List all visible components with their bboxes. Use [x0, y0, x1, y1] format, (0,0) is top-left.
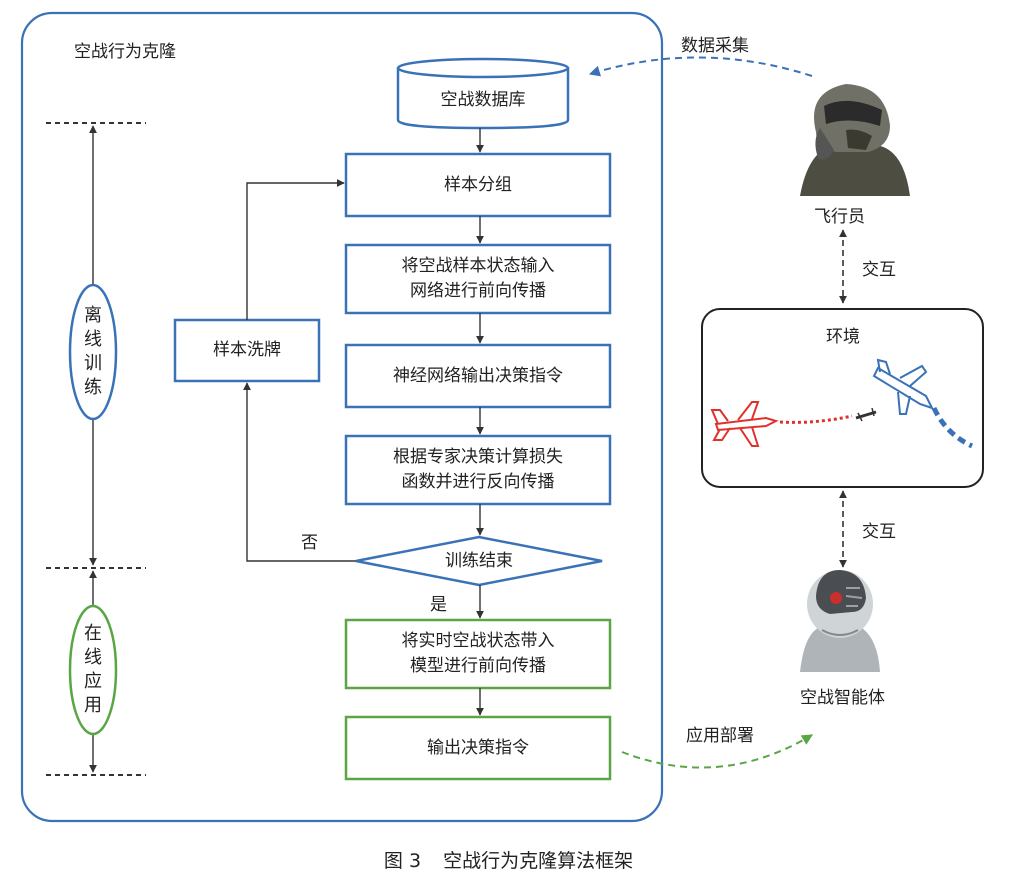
sample-group-box [344, 152, 612, 218]
loss-backprop-label: 根据专家决策计算损失 函数并进行反向传播 [346, 436, 610, 504]
online-char-2: 线 [84, 647, 102, 668]
branch-yes-label: 是 [430, 595, 447, 615]
train-end-diamond [355, 535, 603, 587]
online-phase-ellipse [68, 604, 118, 736]
deployment-label: 应用部署 [686, 726, 754, 746]
offline-training-label: 离 线 训 练 [71, 288, 115, 416]
offline-char-3: 训 [84, 353, 102, 374]
red-jet-icon [710, 401, 779, 447]
nn-output-box [344, 343, 612, 409]
online-char-3: 应 [84, 671, 102, 692]
loss-line-2: 函数并进行反向传播 [401, 472, 555, 492]
loss-backprop-box [344, 434, 612, 506]
sample-group-label: 样本分组 [444, 174, 512, 195]
frame-title: 空战行为克隆 [74, 42, 176, 62]
online-char-1: 在 [84, 623, 102, 644]
forward-line-2: 网络进行前向传播 [410, 281, 546, 301]
loss-line-1: 根据专家决策计算损失 [393, 447, 563, 467]
pilot-icon [800, 84, 910, 196]
ai-agent-icon [800, 570, 880, 672]
offline-char-2: 线 [84, 329, 102, 350]
offline-char-1: 离 [84, 305, 102, 326]
forward-line-1: 将空战样本状态输入 [401, 256, 555, 276]
train-end-label: 训练结束 [445, 550, 513, 571]
data-collection-label: 数据采集 [681, 36, 749, 56]
branch-no-label: 否 [301, 533, 318, 553]
figure-number: 图 3 [383, 850, 422, 872]
realtime-forward-label: 将实时空战状态带入 模型进行前向传播 [346, 620, 610, 688]
red-jet-trail [779, 414, 853, 424]
environment-box [701, 308, 984, 488]
nn-output-label: 神经网络输出决策指令 [393, 365, 563, 386]
offline-char-4: 练 [84, 377, 102, 398]
output-decision-label: 输出决策指令 [427, 737, 529, 758]
offline-phase-ellipse [68, 283, 118, 421]
database-cylinder [396, 57, 570, 130]
missile-icon [855, 407, 877, 422]
loop-arrow-no-to-shuffle [243, 382, 356, 562]
behavior-cloning-frame [20, 11, 664, 823]
blue-jet-trail [931, 406, 974, 449]
loop-arrow-shuffle-to-group [246, 179, 345, 320]
shuffle-box [173, 318, 321, 383]
pilot-label: 飞行员 [814, 207, 865, 227]
database-label: 空战数据库 [440, 89, 526, 110]
figure-caption-text: 空战行为克隆算法框架 [443, 850, 634, 872]
data-collection-curve [588, 56, 813, 77]
deployment-curve [621, 734, 813, 769]
interact-top-label: 交互 [862, 260, 896, 280]
environment-label: 环境 [826, 327, 860, 347]
output-decision-box [344, 715, 612, 781]
blue-jet-icon [872, 358, 934, 415]
realtime-line-2: 模型进行前向传播 [410, 656, 546, 676]
forward-propagation-label: 将空战样本状态输入 网络进行前向传播 [346, 245, 610, 313]
online-char-4: 用 [84, 695, 102, 716]
agent-label: 空战智能体 [800, 688, 885, 708]
forward-propagation-box [344, 243, 612, 315]
online-application-label: 在 线 应 用 [71, 608, 115, 732]
realtime-line-1: 将实时空战状态带入 [401, 631, 555, 651]
figure-caption: 图 3 空战行为克隆算法框架 [0, 846, 1017, 873]
realtime-forward-box [344, 618, 612, 690]
interact-bottom-label: 交互 [862, 522, 896, 542]
shuffle-label: 样本洗牌 [213, 340, 281, 360]
